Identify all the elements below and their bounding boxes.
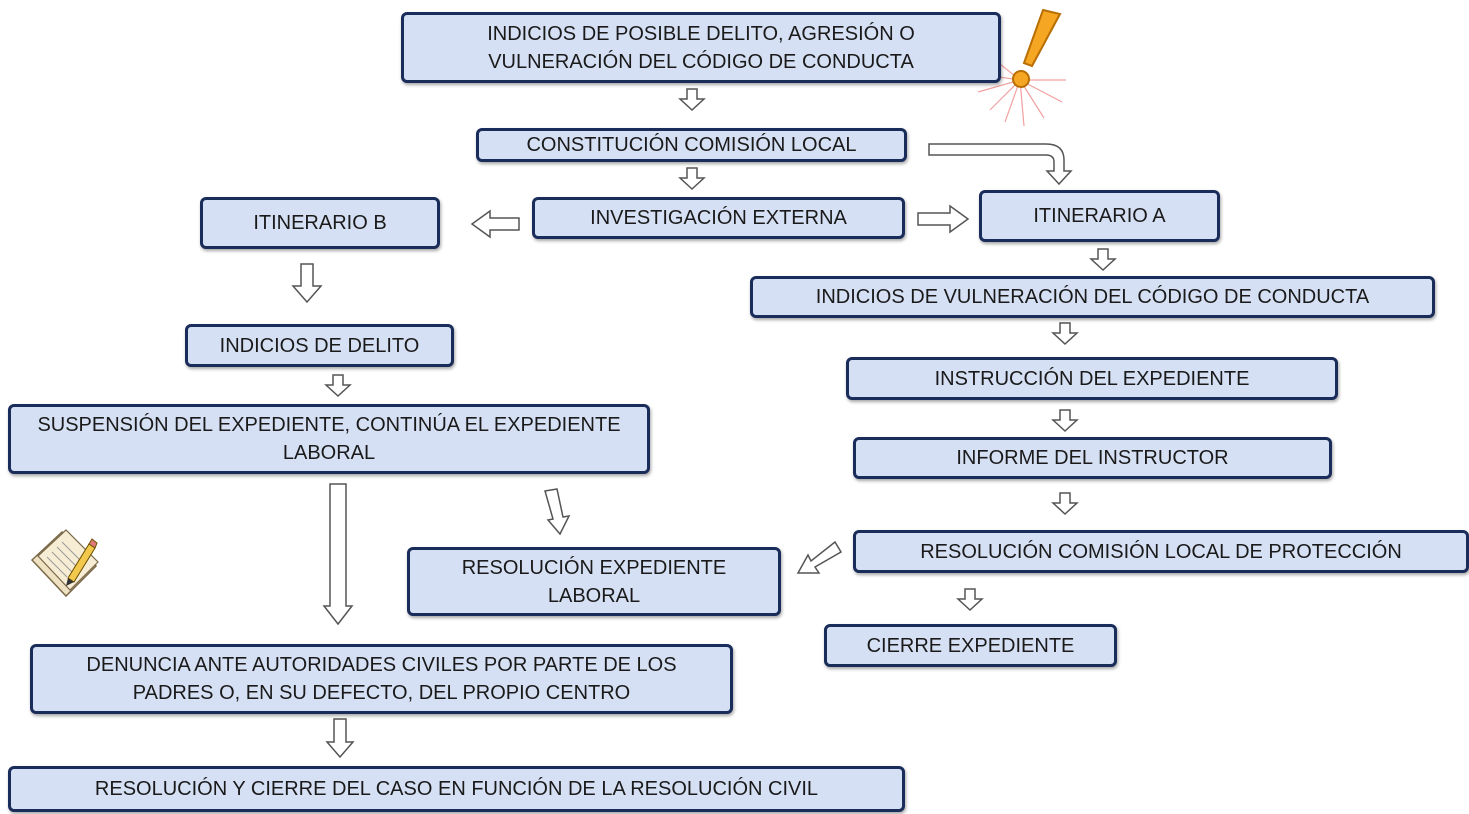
itinerario-b-label: ITINERARIO B — [253, 212, 387, 234]
denuncia-box: DENUNCIA ANTE AUTORIDADES CIVILES POR PA… — [30, 644, 733, 714]
indicios-delito-label: INDICIOS DE DELITO — [219, 334, 420, 357]
indicios-posible-delito-label: INDICIOS DE POSIBLE DELITO, AGRESIÓN O V… — [487, 22, 915, 73]
arrow-to-itinerario-a — [917, 204, 970, 234]
suspension-expediente-box: SUSPENSIÓN DEL EXPEDIENTE, CONTINÚA EL E… — [8, 404, 650, 474]
resolucion-laboral-label: RESOLUCIÓN EXPEDIENTE LABORAL — [461, 556, 727, 607]
informe-instructor-label: INFORME DEL INSTRUCTOR — [956, 447, 1229, 469]
itinerario-a-label: ITINERARIO A — [1033, 205, 1166, 227]
resolucion-cierre-label: RESOLUCIÓN Y CIERRE DEL CASO EN FUNCIÓN … — [94, 778, 819, 800]
suspension-expediente-label: SUSPENSIÓN DEL EXPEDIENTE, CONTINÚA EL E… — [37, 414, 621, 464]
arrow-to-instruccion — [1051, 322, 1079, 346]
indicios-posible-delito-box: INDICIOS DE POSIBLE DELITO, AGRESIÓN O V… — [401, 12, 1001, 83]
arrow-bent-to-itinerario-a — [928, 143, 1073, 186]
investigacion-externa-box: INVESTIGACIÓN EXTERNA — [532, 197, 905, 239]
arrow-to-constitucion — [678, 88, 706, 112]
investigacion-externa-label: INVESTIGACIÓN EXTERNA — [590, 207, 847, 229]
arrow-to-resolucion-cierre — [325, 718, 355, 759]
arrow-to-denuncia — [322, 483, 354, 626]
resolucion-comision-box: RESOLUCIÓN COMISIÓN LOCAL DE PROTECCIÓN — [853, 530, 1469, 573]
itinerario-a-box: ITINERARIO A — [979, 190, 1220, 242]
indicios-vulneracion-box: INDICIOS DE VULNERACIÓN DEL CÓDIGO DE CO… — [750, 276, 1435, 318]
instruccion-expediente-box: INSTRUCCIÓN DEL EXPEDIENTE — [846, 357, 1338, 400]
arrow-to-informe — [1051, 409, 1079, 433]
arrow-to-indicios-vulneracion — [1089, 248, 1117, 272]
resolucion-laboral-box: RESOLUCIÓN EXPEDIENTE LABORAL — [407, 547, 781, 616]
resolucion-comision-label: RESOLUCIÓN COMISIÓN LOCAL DE PROTECCIÓN — [920, 540, 1402, 563]
arrow-to-resolucion-comision — [1051, 492, 1079, 516]
informe-instructor-box: INFORME DEL INSTRUCTOR — [853, 437, 1332, 479]
constitucion-comision-label: CONSTITUCIÓN COMISIÓN LOCAL — [526, 134, 857, 156]
arrow-to-investigacion — [678, 167, 706, 191]
constitucion-comision-box: CONSTITUCIÓN COMISIÓN LOCAL — [476, 128, 907, 162]
instruccion-expediente-label: INSTRUCCIÓN DEL EXPEDIENTE — [934, 367, 1250, 390]
arrow-resolucion-comision-to-laboral — [796, 540, 843, 574]
cierre-expediente-label: CIERRE EXPEDIENTE — [866, 634, 1075, 657]
denuncia-label: DENUNCIA ANTE AUTORIDADES CIVILES POR PA… — [86, 654, 677, 704]
exclamation-icon — [977, 8, 1066, 127]
document-pencil-icon — [30, 529, 99, 598]
resolucion-cierre-box: RESOLUCIÓN Y CIERRE DEL CASO EN FUNCIÓN … — [8, 766, 905, 812]
indicios-vulneracion-label: INDICIOS DE VULNERACIÓN DEL CÓDIGO DE CO… — [815, 286, 1370, 308]
itinerario-b-box: ITINERARIO B — [200, 197, 440, 249]
arrow-to-suspension — [324, 374, 352, 398]
arrow-to-cierre — [956, 588, 984, 612]
indicios-delito-box: INDICIOS DE DELITO — [185, 324, 454, 367]
arrow-suspension-to-resolucion-laboral — [544, 488, 571, 536]
arrow-to-indicios-delito — [291, 263, 323, 304]
cierre-expediente-box: CIERRE EXPEDIENTE — [824, 624, 1117, 667]
arrow-to-itinerario-b — [470, 209, 520, 239]
